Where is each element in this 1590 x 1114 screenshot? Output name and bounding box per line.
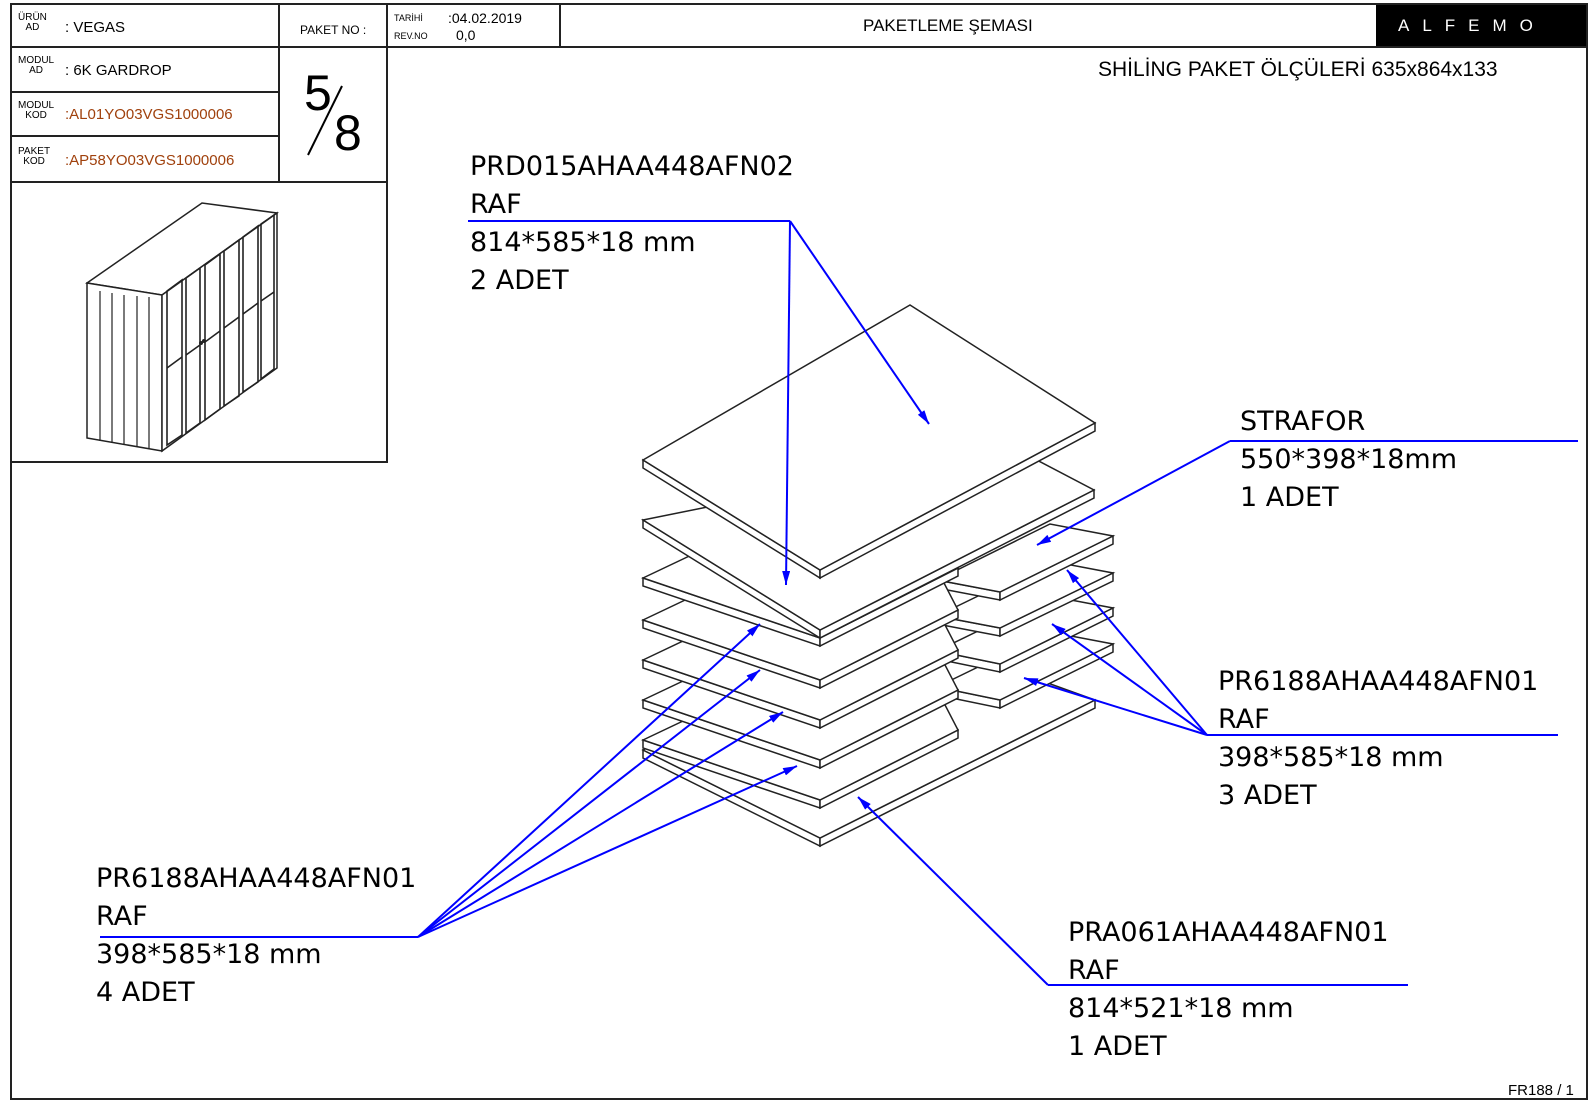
label-right-code: PR6188AHAA448AFN01 <box>1218 666 1539 697</box>
label-right-qty: 3 ADET <box>1218 780 1317 811</box>
label-top-size: 814*585*18 mm <box>470 227 696 258</box>
label-left: PR6188AHAA448AFN01 RAF 398*585*18 mm 4 A… <box>96 860 416 1012</box>
module-name-cell: MODUL AD : 6K GARDROP <box>10 46 280 93</box>
label-right-name: RAF <box>1218 704 1270 735</box>
label-top-code: PRD015AHAA448AFN02 <box>470 151 794 182</box>
label-left-qty: 4 ADET <box>96 977 195 1008</box>
label-top-name: RAF <box>470 189 522 220</box>
date-value: :04.02.2019 <box>448 10 522 26</box>
product-image-cell <box>10 181 388 463</box>
label-bottom: PRA061AHAA448AFN01 RAF 814*521*18 mm 1 A… <box>1068 914 1389 1066</box>
rev-label: REV.NO <box>394 31 428 41</box>
urun-label: ÜRÜN AD <box>18 12 47 33</box>
package-code-cell: PAKET KOD :AP58YO03VGS1000006 <box>10 135 280 183</box>
label-bottom-qty: 1 ADET <box>1068 1031 1167 1062</box>
package-dimensions: SHİLİNG PAKET ÖLÇÜLERİ 635x864x133 <box>1098 58 1498 81</box>
package-no-label-cell: PAKET NO : <box>278 3 388 48</box>
date-label: TARİHİ <box>394 13 423 23</box>
label-bottom-name: RAF <box>1068 955 1120 986</box>
label-right-size: 398*585*18 mm <box>1218 742 1444 773</box>
shelf-layer-7 <box>641 304 1097 580</box>
modul-ad-label: MODUL AD <box>18 55 55 76</box>
label-strafor: STRAFOR 550*398*18mm 1 ADET <box>1240 403 1457 517</box>
leader-lines <box>100 220 1578 986</box>
date-cell: TARİHİ :04.02.2019 REV.NO 0,0 <box>386 3 561 48</box>
product-name: : VEGAS <box>65 19 126 36</box>
rev-value: 0,0 <box>456 27 476 43</box>
shelf-small-2 <box>934 595 1116 674</box>
paket-kod-label: PAKET KOD <box>18 146 51 167</box>
label-strafor-qty: 1 ADET <box>1240 482 1339 513</box>
brand-logo: ALFEMO <box>1376 5 1586 46</box>
module-name: : 6K GARDROP <box>65 62 172 79</box>
label-bottom-code: PRA061AHAA448AFN01 <box>1068 917 1389 948</box>
module-code: :AL01YO03VGS1000006 <box>65 106 233 123</box>
label-top-qty: 2 ADET <box>470 265 569 296</box>
label-bottom-size: 814*521*18 mm <box>1068 993 1294 1024</box>
package-no-label: PAKET NO : <box>300 23 367 37</box>
package-no-numerator: 5 <box>304 65 332 121</box>
fraction-slash <box>307 85 343 156</box>
module-code-cell: MODUL KOD :AL01YO03VGS1000006 <box>10 91 280 137</box>
label-left-code: PR6188AHAA448AFN01 <box>96 863 417 894</box>
brand-name: ALFEMO <box>1398 16 1546 35</box>
modul-kod-label: MODUL KOD <box>18 100 55 121</box>
package-code: :AP58YO03VGS1000006 <box>65 152 235 169</box>
label-left-name: RAF <box>96 901 148 932</box>
label-strafor-size: 550*398*18mm <box>1240 444 1458 475</box>
package-no-denominator: 8 <box>334 105 362 161</box>
page-title: PAKETLEME ŞEMASI <box>863 16 1033 35</box>
wardrobe-illustration <box>85 202 279 453</box>
label-top: PRD015AHAA448AFN02 RAF 814*585*18 mm 2 A… <box>470 148 794 300</box>
form-number: FR188 / 1 <box>1508 1082 1574 1099</box>
label-right: PR6188AHAA448AFN01 RAF 398*585*18 mm 3 A… <box>1218 663 1538 815</box>
label-strafor-code: STRAFOR <box>1240 406 1366 437</box>
shelf-boards <box>640 304 1116 848</box>
label-left-size: 398*585*18 mm <box>96 939 322 970</box>
